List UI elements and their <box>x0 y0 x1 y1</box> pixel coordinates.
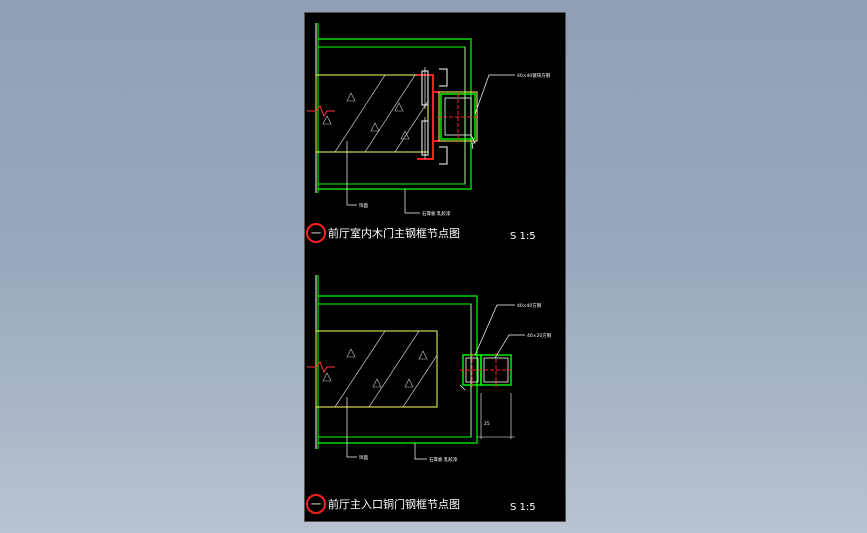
index-mark-2: 一 <box>311 500 321 511</box>
index-mark-1: 一 <box>311 229 321 240</box>
detail-1-title-block: 一 前厅室内木门主钢框节点图 S 1:5 <box>306 223 536 243</box>
detail-2-title-block: 一 前厅主入口铜门钢框节点图 S 1:5 <box>306 494 536 514</box>
leader-label-1-2: 石膏板 乳胶漆 <box>422 210 451 217</box>
detail-1-title: 前厅室内木门主钢框节点图 <box>328 226 460 240</box>
leader-label-2-3: 饰面 <box>359 454 368 461</box>
leader-label-2-1: 40×20方钢 <box>527 332 552 339</box>
detail-2 <box>307 275 525 460</box>
detail-2-title: 前厅主入口铜门钢框节点图 <box>328 497 460 511</box>
detail-1 <box>307 23 515 214</box>
dimension-label-2: 25 <box>484 421 490 427</box>
cad-drawing: 40×40镀锌方钢 饰面 石膏板 乳胶漆 40×40方钢 40×20方钢 25 … <box>306 23 552 514</box>
leader-label-2-4: 石膏板 乳胶漆 <box>429 456 458 463</box>
leader-label-1-1: 饰面 <box>359 202 368 209</box>
detail-1-scale: S 1:5 <box>510 231 536 242</box>
detail-2-scale: S 1:5 <box>510 502 536 513</box>
index-circle-1 <box>306 223 326 243</box>
index-circle-2 <box>306 494 326 514</box>
leader-label-1-0: 40×40镀锌方钢 <box>517 72 551 79</box>
leader-label-2-0: 40×40方钢 <box>517 302 542 309</box>
drawing-sheet[interactable]: 40×40镀锌方钢 饰面 石膏板 乳胶漆 40×40方钢 40×20方钢 25 … <box>304 12 566 522</box>
